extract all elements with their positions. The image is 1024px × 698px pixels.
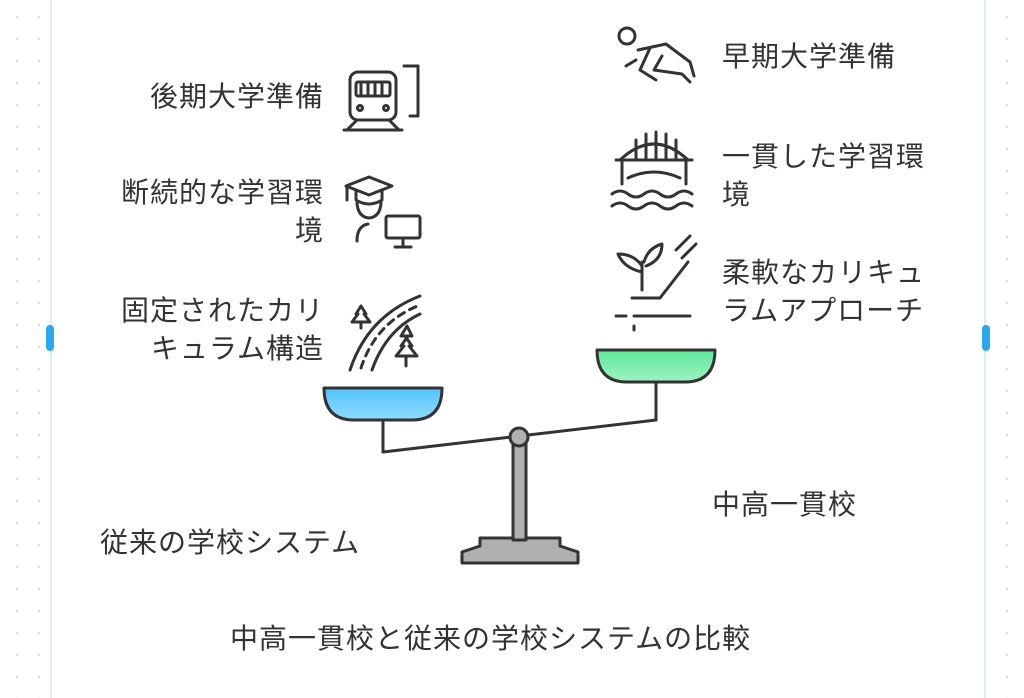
label-line: 断続的な学習環: [120, 176, 324, 209]
scale-pivot: [508, 426, 530, 448]
right-item-3-label: 柔軟なカリキュ ラムアプローチ: [722, 254, 925, 330]
runner-icon: [617, 26, 696, 84]
label-line: 早期大学準備: [722, 40, 897, 73]
diagram-title: 中高一貫校と従来の学校システムの比較: [230, 622, 752, 655]
scale-base: [460, 536, 580, 565]
label-line: 後期大学準備: [149, 80, 324, 113]
train-icon: [342, 64, 420, 132]
graduate-computer-icon: [344, 175, 422, 249]
resize-handle-right[interactable]: [982, 325, 990, 351]
left-item-2-label: 断続的な学習環 境: [121, 174, 324, 250]
left-item-3-label: 固定されたカリ キュラム構造: [121, 292, 324, 368]
bridge-waves-icon: [610, 130, 694, 211]
label-line: 柔軟なカリキュ: [722, 256, 926, 289]
right-item-1-label: 早期大学準備: [722, 38, 896, 76]
left-pan: [322, 386, 444, 422]
label-line: キュラム構造: [150, 332, 324, 365]
left-item-1-label: 後期大学準備: [150, 78, 324, 116]
label-line: 一貫した学習環: [722, 140, 926, 173]
scale-pole: [511, 438, 528, 542]
right-system-name: 中高一貫校: [712, 488, 858, 521]
left-system-name: 従来の学校システム: [100, 526, 361, 559]
road-trees-icon: [348, 294, 422, 372]
plant-hand-icon: [614, 234, 698, 332]
right-item-2-label: 一貫した学習環 境: [722, 138, 925, 214]
label-line: ラムアプローチ: [722, 294, 925, 327]
diagram-panel: [50, 0, 986, 698]
resize-handle-left[interactable]: [46, 325, 54, 351]
right-pan: [595, 348, 717, 384]
balance-scale: [322, 348, 717, 565]
label-line: 固定されたカリ: [120, 294, 324, 327]
label-line: 境: [294, 214, 324, 247]
label-line: 境: [722, 178, 752, 211]
